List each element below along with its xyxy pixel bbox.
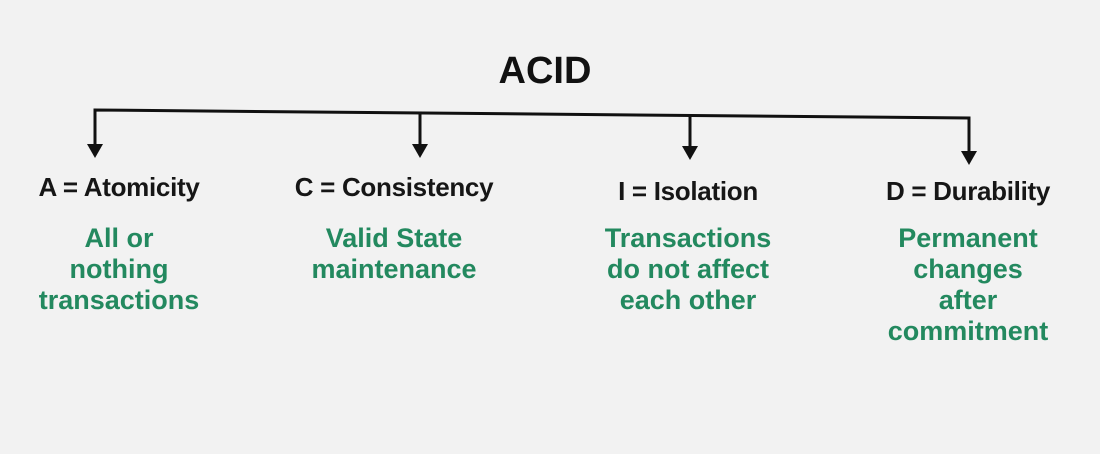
arrow-down-icon (412, 144, 428, 158)
node-durability: D = Durability Permanent changes after c… (886, 176, 1050, 347)
arrow-down-icon (87, 144, 103, 158)
node-label: I = Isolation (618, 176, 758, 206)
node-consistency: C = Consistency Valid State maintenance (295, 172, 494, 285)
node-label: C = Consistency (294, 172, 494, 202)
arrow-down-icon (682, 146, 698, 160)
node-description: All or nothing transactions (38, 223, 200, 315)
node-label: D = Durability (885, 176, 1051, 206)
node-isolation: I = Isolation Transactions do not affect… (605, 176, 772, 316)
node-atomicity: A = Atomicity All or nothing transaction… (38, 172, 199, 316)
arrow-down-icon (961, 151, 977, 165)
diagram-title: ACID (498, 50, 592, 92)
connector-line (93, 108, 971, 153)
node-label: A = Atomicity (38, 172, 200, 202)
node-description: Valid State maintenance (311, 223, 477, 284)
node-description: Permanent changes after commitment (887, 223, 1049, 346)
node-description: Transactions do not affect each other (604, 223, 772, 315)
